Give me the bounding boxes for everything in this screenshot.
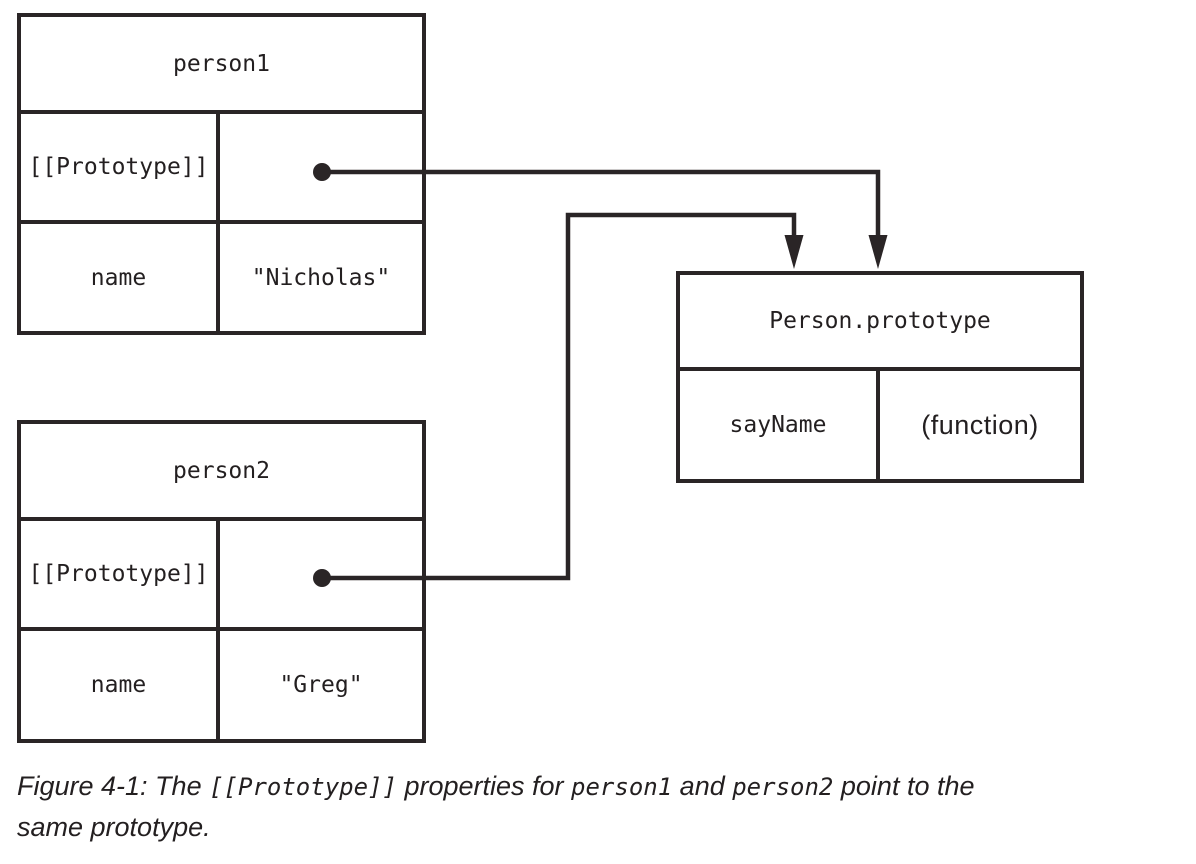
caption-code-prototype: [[Prototype]] [209, 773, 397, 801]
sayname-value: (function) [921, 409, 1039, 440]
caption-text: properties for [396, 771, 572, 801]
caption-text: and [672, 771, 733, 801]
person2-prototype-value-cell [220, 521, 422, 627]
caption-text: point to the [833, 771, 975, 801]
person2-name-key: name [21, 627, 220, 739]
caption-text: Figure 4-1: The [17, 771, 210, 801]
person1-prototype-value-cell [220, 114, 422, 220]
person1-object-box: person1 [[Prototype]] name "Nicholas" [17, 13, 426, 335]
figure-caption: Figure 4-1: The [[Prototype]] properties… [17, 766, 1177, 847]
person2-title: person2 [21, 424, 422, 521]
person-prototype-title: Person.prototype [680, 275, 1080, 371]
person2-name-value: "Greg" [220, 627, 422, 739]
person1-title: person1 [21, 17, 422, 114]
caption-code-person1: person1 [571, 773, 673, 801]
person2-arrowhead-icon [784, 235, 804, 269]
person1-arrowhead-icon [868, 235, 888, 269]
person2-object-box: person2 [[Prototype]] name "Greg" [17, 420, 426, 743]
caption-text: same prototype. [17, 812, 211, 842]
person1-prototype-key: [[Prototype]] [21, 114, 220, 220]
person2-prototype-key: [[Prototype]] [21, 521, 220, 627]
caption-code-person2: person2 [732, 773, 834, 801]
person-prototype-box: Person.prototype sayName (function) [676, 271, 1084, 483]
sayname-key: sayName [680, 371, 880, 479]
person1-name-key: name [21, 220, 220, 331]
person1-name-value: "Nicholas" [220, 220, 422, 331]
